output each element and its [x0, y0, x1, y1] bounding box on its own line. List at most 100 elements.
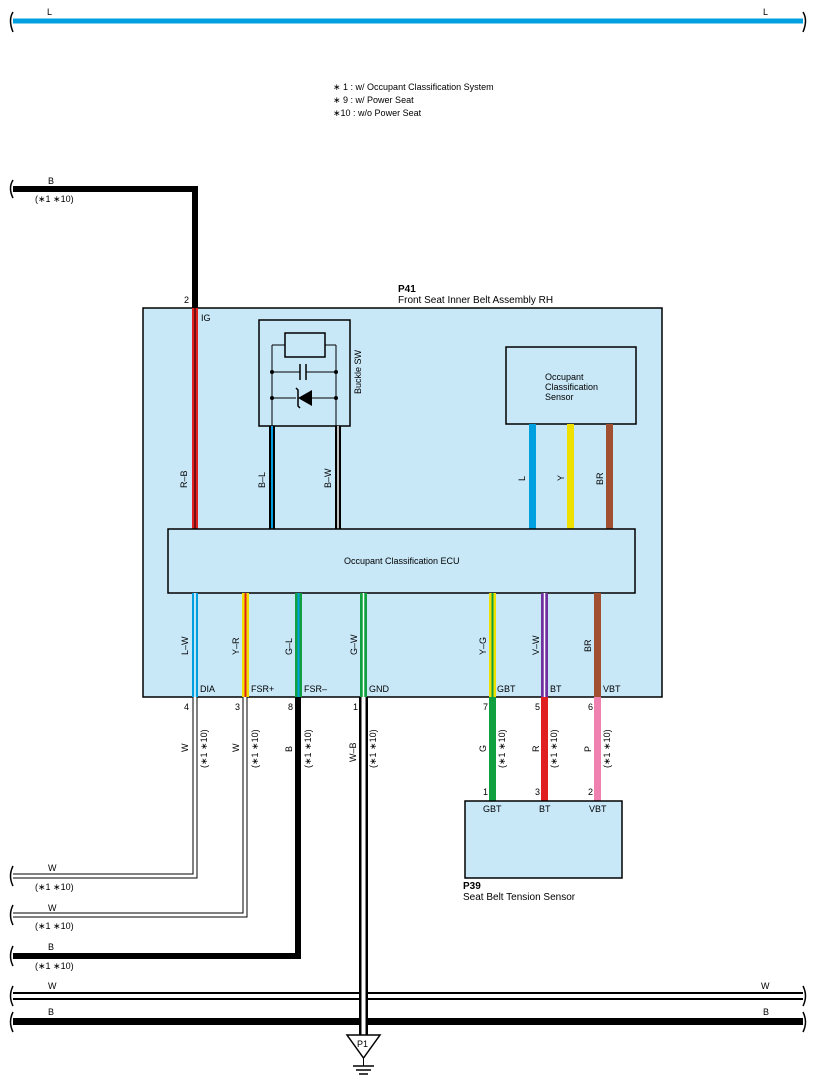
wire-fsr-minus-out-label: B — [284, 746, 294, 752]
pin-bt-num: 5 — [535, 702, 540, 712]
p41-name: Front Seat Inner Belt Assembly RH — [398, 295, 553, 306]
pin-dia-name: DIA — [200, 684, 215, 694]
wire-fsr-plus-out-label: W — [231, 743, 241, 752]
occupant-sensor: Occupant Classification Sensor — [505, 346, 637, 425]
note-1: ∗ 1 : w/ Occupant Classification System — [333, 82, 494, 92]
pin-ig-name: IG — [201, 313, 211, 323]
wire-b-l-label: B–L — [257, 472, 267, 488]
pin-fsr-minus-name: FSR– — [304, 684, 327, 694]
wire-sensor-l: L — [517, 424, 536, 529]
ecu-label: Occupant Classification ECU — [344, 556, 460, 566]
wire-dia-out: W (∗1 ∗10) — [13, 697, 209, 879]
note-10: ∗10 : w/o Power Seat — [333, 108, 422, 118]
wire-gnd-out-label: W–B — [348, 742, 358, 762]
ground-label: P1 — [357, 1039, 368, 1049]
wire-b-top: B (∗1 ∗10) — [9, 176, 198, 308]
wire-dia-out-label: W — [180, 743, 190, 752]
wire-bt-out-label: R — [531, 745, 541, 752]
bus-w-label-left: W — [48, 981, 57, 991]
wire-bt-out-note: (∗1 ∗10) — [549, 729, 559, 768]
wire-v-w: V–W — [531, 593, 548, 697]
wire-y-g: Y–G — [478, 593, 496, 697]
zener-diode-icon — [298, 390, 312, 406]
p39-pin-1-num: 1 — [483, 787, 488, 797]
pin-vbt-num: 6 — [588, 702, 593, 712]
left-wire-3-label: B — [48, 942, 54, 952]
wire-gnd-out-note: (∗1 ∗10) — [368, 729, 378, 768]
buckle-label: Buckle SW — [353, 349, 363, 394]
pin-dia-num: 4 — [184, 702, 189, 712]
wire-fsr-plus-out-note: (∗1 ∗10) — [250, 729, 260, 768]
wire-vbt-out-label: P — [583, 746, 593, 752]
wire-sensor-l-label: L — [517, 476, 527, 481]
p39-pin-2-num: 2 — [588, 787, 593, 797]
wire-br-inner-label: BR — [583, 639, 593, 652]
pin-fsr-plus-num: 3 — [235, 702, 240, 712]
sensor-line-1: Occupant — [545, 372, 584, 382]
wire-r-b: R–B — [179, 308, 198, 529]
p39-sensor: 1 3 2 GBT BT VBT P39 Seat Belt Tension S… — [463, 787, 623, 903]
bus-l-label-right: L — [763, 7, 768, 17]
wire-g-l-label: G–L — [284, 638, 294, 655]
occupant-ecu: Occupant Classification ECU — [167, 528, 636, 594]
pin-gbt-num: 7 — [483, 702, 488, 712]
left-wire-1: W (∗1 ∗10) — [9, 863, 74, 892]
ground-icon: P1 — [345, 1034, 382, 1075]
bus-l-label-left: L — [47, 7, 52, 17]
pin-fsr-plus-name: FSR+ — [251, 684, 274, 694]
wire-y-r: Y–R — [231, 593, 249, 697]
p39-pin-bt-name: BT — [539, 804, 551, 814]
left-wire-2-note: (∗1 ∗10) — [35, 921, 74, 931]
wire-y-r-label: Y–R — [231, 637, 241, 655]
wire-b-l: B–L — [257, 426, 275, 529]
left-wire-3: B (∗1 ∗10) — [9, 942, 74, 971]
wire-b-w-label: B–W — [323, 468, 333, 488]
p39-pin-3-num: 3 — [535, 787, 540, 797]
bus-b: B B — [9, 1007, 807, 1033]
wire-v-w-label: V–W — [531, 635, 541, 655]
p39-code: P39 — [463, 881, 481, 892]
p39-pin-gbt-name: GBT — [483, 804, 502, 814]
pin-ig-num: 2 — [184, 295, 189, 305]
wire-fsr-plus-out: W (∗1 ∗10) — [13, 697, 260, 918]
left-wire-1-label: W — [48, 863, 57, 873]
left-wire-3-note: (∗1 ∗10) — [35, 961, 74, 971]
wire-sensor-br: BR — [595, 424, 613, 529]
wire-b-w: B–W — [323, 426, 341, 529]
wire-g-w-label: G–W — [349, 634, 359, 655]
wire-bt-out: R (∗1 ∗10) — [531, 697, 559, 801]
pin-gnd-num: 1 — [353, 702, 358, 712]
p39-name: Seat Belt Tension Sensor — [463, 892, 576, 903]
wire-gbt-out: G (∗1 ∗10) — [478, 697, 507, 801]
wire-dia-out-note: (∗1 ∗10) — [199, 729, 209, 768]
wire-l-w: L–W — [180, 593, 198, 697]
p41-code: P41 — [398, 284, 416, 295]
bus-w: W W — [9, 981, 807, 1007]
pin-bt-name: BT — [550, 684, 562, 694]
wire-b-top-label: B — [48, 176, 54, 186]
wire-gbt-out-label: G — [478, 745, 488, 752]
pin-gnd-name: GND — [369, 684, 390, 694]
bus-b-label-left: B — [48, 1007, 54, 1017]
wire-g-l: G–L — [284, 593, 302, 697]
left-wire-2-label: W — [48, 903, 57, 913]
sensor-line-3: Sensor — [545, 392, 574, 402]
wire-br-inner: BR — [583, 593, 601, 697]
sensor-line-2: Classification — [545, 382, 598, 392]
wire-gbt-out-note: (∗1 ∗10) — [497, 729, 507, 768]
wire-vbt-out: P (∗1 ∗10) — [583, 697, 612, 801]
wire-g-w: G–W — [349, 593, 367, 697]
wire-sensor-br-label: BR — [595, 472, 605, 485]
pin-gbt-name: GBT — [497, 684, 516, 694]
wire-vbt-out-note: (∗1 ∗10) — [602, 729, 612, 768]
wire-sensor-y-label: Y — [556, 475, 566, 481]
left-wire-1-note: (∗1 ∗10) — [35, 882, 74, 892]
p39-pin-vbt-name: VBT — [589, 804, 607, 814]
wire-b-top-note: (∗1 ∗10) — [35, 194, 74, 204]
wire-sensor-y: Y — [556, 424, 574, 529]
bus-b-label-right: B — [763, 1007, 769, 1017]
left-wire-2: W (∗1 ∗10) — [9, 903, 74, 931]
notes: ∗ 1 : w/ Occupant Classification System … — [333, 82, 494, 118]
note-9: ∗ 9 : w/ Power Seat — [333, 95, 414, 105]
